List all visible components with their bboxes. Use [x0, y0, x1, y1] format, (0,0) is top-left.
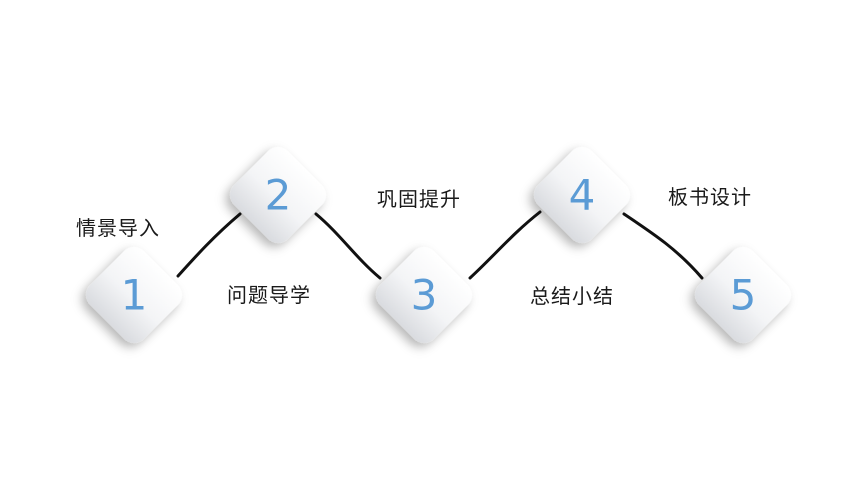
connector-4-5: [622, 212, 704, 280]
step-node-2: 2: [230, 147, 326, 243]
step-label-5: 板书设计: [668, 185, 752, 209]
step-node-1: 1: [86, 247, 182, 343]
diamond-shape: [230, 147, 326, 243]
diamond-shape: [695, 247, 791, 343]
step-node-3: 3: [376, 247, 472, 343]
step-number: 3: [411, 271, 438, 320]
diamond-shape: [534, 147, 630, 243]
step-number: 1: [121, 271, 148, 320]
connector-1-2: [176, 212, 242, 278]
diamond-shape: [376, 247, 472, 343]
step-number: 5: [730, 271, 757, 320]
step-label-3: 巩固提升: [377, 187, 461, 211]
step-label-4: 总结小结: [530, 284, 614, 308]
step-number: 4: [569, 171, 596, 220]
step-number: 2: [265, 171, 292, 220]
step-label-2: 问题导学: [227, 283, 311, 307]
connector-3-4: [468, 210, 542, 280]
step-node-5: 5: [695, 247, 791, 343]
connector-2-3: [314, 212, 382, 280]
step-label-1: 情景导入: [76, 216, 160, 240]
diamond-shape: [86, 247, 182, 343]
step-node-4: 4: [534, 147, 630, 243]
